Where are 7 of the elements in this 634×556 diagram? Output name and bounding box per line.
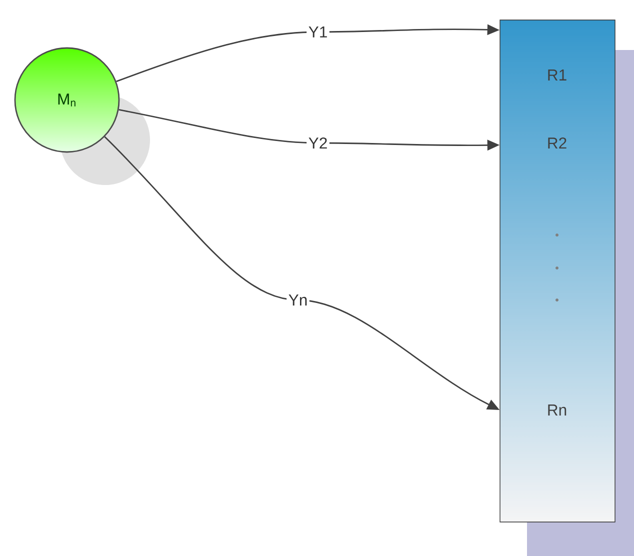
row-label: Rn <box>548 404 566 416</box>
row-label: R1 <box>548 70 566 80</box>
row-label: R2 <box>548 137 566 149</box>
circle-node: M$_{n}$ <box>14 47 120 153</box>
edge-label: Y1 <box>306 24 330 40</box>
edge-label: Y2 <box>306 136 330 150</box>
edge-label: Yn <box>286 292 310 308</box>
